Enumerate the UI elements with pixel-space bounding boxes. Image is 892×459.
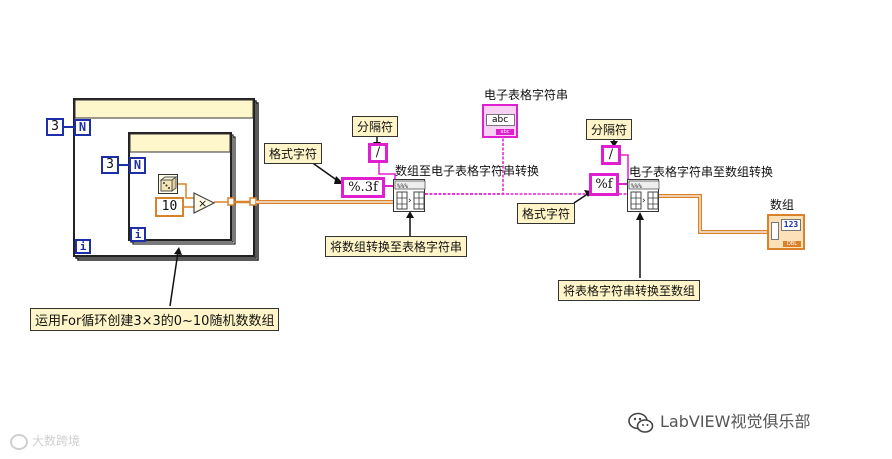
array-element-display: 123 <box>781 219 801 231</box>
dbl-type-badge: DBL <box>783 241 801 247</box>
svg-text:×: × <box>198 197 207 210</box>
watermark-left: 大数跨境 <box>10 432 80 450</box>
watermark-left-text: 大数跨境 <box>32 434 81 448</box>
array-to-spreadsheet-label: 数组至电子表格字符串转换 <box>395 164 540 178</box>
outer-count-constant[interactable]: 3 <box>46 118 64 136</box>
wechat-icon <box>628 412 654 434</box>
svg-text:%%%: %%% <box>631 183 642 190</box>
convert-to-string-note: 将数组转换至表格字符串 <box>325 236 468 257</box>
format-string-label-2: 格式字符 <box>517 203 576 224</box>
multiplier-constant[interactable]: 10 <box>155 197 184 217</box>
outer-loop-count-terminal[interactable]: N <box>74 119 91 136</box>
svg-text:›: › <box>408 196 412 206</box>
random-number-node[interactable] <box>158 174 178 194</box>
delimiter-label-1: 分隔符 <box>352 116 399 137</box>
delimiter-constant-1[interactable]: / <box>368 143 388 163</box>
string-indicator-display: abc <box>486 114 515 126</box>
format-string-constant-1[interactable]: %.3f <box>341 177 385 198</box>
spreadsheet-string-label: 电子表格字符串 <box>484 88 569 102</box>
array-to-spreadsheet-node[interactable]: %%% › <box>393 179 426 212</box>
multiply-icon[interactable]: × <box>193 192 215 214</box>
outer-loop-iteration-terminal[interactable]: i <box>75 239 91 254</box>
spreadsheet-string-indicator[interactable]: abc abc <box>482 104 518 138</box>
delimiter-label-2: 分隔符 <box>586 119 633 140</box>
array-indicator[interactable]: 123 DBL <box>767 214 805 250</box>
inner-count-constant[interactable]: 3 <box>101 156 119 174</box>
svg-text:%%%: %%% <box>397 183 408 190</box>
format-string-label-1: 格式字符 <box>264 143 323 164</box>
inner-loop-count-terminal[interactable]: N <box>129 157 146 174</box>
for-loop-note: 运用For循环创建3×3的0~10随机数数组 <box>30 308 280 331</box>
array-to-spreadsheet-icon: %%% › <box>394 180 426 210</box>
spreadsheet-to-array-label: 电子表格字符串至数组转换 <box>629 165 774 179</box>
format-string-constant-2[interactable]: %f <box>589 173 619 196</box>
watermark-logo-icon <box>10 433 28 450</box>
watermark-right: LabVIEW视觉俱乐部 <box>628 408 810 434</box>
dice-icon <box>159 176 178 192</box>
convert-to-array-note: 将表格字符串转换至数组 <box>558 280 701 301</box>
watermark-right-text: LabVIEW视觉俱乐部 <box>660 412 811 431</box>
inner-loop-iteration-terminal[interactable]: i <box>130 227 146 242</box>
string-type-badge: abc <box>496 129 514 135</box>
spreadsheet-to-array-icon: %%% › <box>628 180 660 210</box>
delimiter-constant-2[interactable]: / <box>601 145 621 165</box>
array-index-display <box>771 222 779 240</box>
spreadsheet-to-array-node[interactable]: %%% › <box>627 179 660 212</box>
svg-text:›: › <box>642 196 646 206</box>
array-indicator-label: 数组 <box>770 198 795 212</box>
